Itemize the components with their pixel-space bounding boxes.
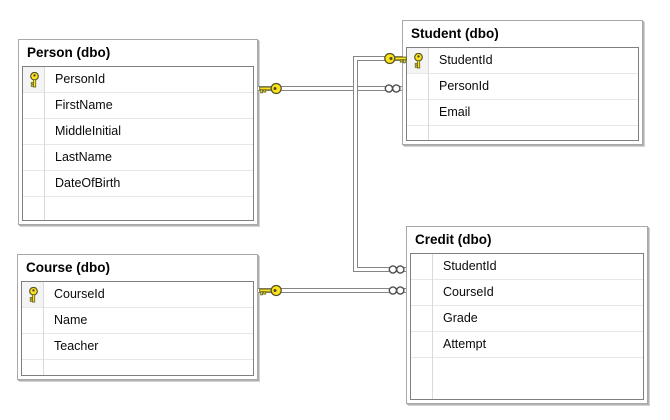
row-selector-cell (23, 119, 45, 144)
table-row[interactable]: CourseId (411, 280, 643, 306)
one-side-key-icon (259, 82, 282, 95)
table-row[interactable]: Name (22, 308, 253, 334)
column-name: Attempt (443, 337, 487, 351)
table-row[interactable]: LastName (23, 145, 253, 171)
row-selector-cell (23, 67, 45, 92)
table-course[interactable]: Course (dbo) CourseId Name Teacher (17, 254, 258, 380)
row-selector-cell (407, 48, 429, 73)
table-student-grid: StudentId PersonId Email (406, 47, 639, 141)
row-selector-cell (407, 74, 429, 99)
empty-row-area[interactable] (411, 358, 643, 399)
relationship-line-inner (354, 57, 406, 271)
table-credit-grid: StudentId CourseId Grade Attempt (410, 253, 644, 400)
column-name: Email (439, 105, 471, 119)
empty-row-area[interactable] (22, 360, 253, 375)
table-person[interactable]: Person (dbo) PersonId FirstName MiddleIn… (18, 39, 258, 225)
row-selector-cell (411, 306, 433, 331)
row-selector-cell (22, 282, 44, 307)
key-column-divider (432, 254, 433, 399)
table-person-title[interactable]: Person (dbo) (27, 45, 111, 60)
column-name: CourseId (443, 285, 494, 299)
table-student[interactable]: Student (dbo) StudentId PersonId Email (402, 20, 643, 145)
table-row[interactable]: PersonId (407, 74, 638, 100)
row-selector-cell (411, 280, 433, 305)
column-name: FirstName (55, 98, 113, 112)
row-selector-cell (22, 334, 44, 359)
table-row[interactable]: Grade (411, 306, 643, 332)
table-row[interactable]: CourseId (22, 282, 253, 308)
column-name: CourseId (54, 287, 105, 301)
key-column-divider (43, 282, 44, 375)
table-row[interactable]: Attempt (411, 332, 643, 358)
row-selector-cell (411, 332, 433, 357)
column-name: PersonId (439, 79, 490, 93)
relationship-line[interactable] (353, 56, 407, 272)
primary-key-icon (413, 52, 423, 69)
row-selector-cell (23, 171, 45, 196)
table-row[interactable]: StudentId (407, 48, 638, 74)
empty-row-area[interactable] (23, 197, 253, 220)
key-column-divider (44, 67, 45, 220)
row-selector-cell (23, 93, 45, 118)
column-name: PersonId (55, 72, 106, 86)
many-side-infinity-icon (388, 265, 405, 274)
column-name: StudentId (439, 53, 493, 67)
primary-key-icon (29, 71, 39, 88)
table-row[interactable]: StudentId (411, 254, 643, 280)
table-course-title[interactable]: Course (dbo) (26, 260, 110, 275)
row-selector-cell (22, 308, 44, 333)
row-selector-cell (411, 254, 433, 279)
table-row[interactable]: MiddleInitial (23, 119, 253, 145)
table-row[interactable]: FirstName (23, 93, 253, 119)
many-side-infinity-icon (388, 286, 405, 295)
column-name: Grade (443, 311, 478, 325)
table-credit[interactable]: Credit (dbo) StudentId CourseId Grade At… (406, 226, 648, 404)
row-selector-cell (407, 100, 429, 125)
one-side-key-icon (259, 284, 282, 297)
relationship-student-credit[interactable] (353, 56, 407, 272)
column-name: Teacher (54, 339, 99, 353)
table-person-grid: PersonId FirstName MiddleInitial LastNam… (22, 66, 254, 221)
table-course-grid: CourseId Name Teacher (21, 281, 254, 376)
table-row[interactable]: DateOfBirth (23, 171, 253, 197)
column-name: StudentId (443, 259, 497, 273)
column-name: MiddleInitial (55, 124, 122, 138)
column-name: DateOfBirth (55, 176, 121, 190)
table-row[interactable]: Email (407, 100, 638, 126)
table-row[interactable]: Teacher (22, 334, 253, 360)
table-credit-title[interactable]: Credit (dbo) (415, 232, 492, 247)
column-name: Name (54, 313, 88, 327)
table-student-title[interactable]: Student (dbo) (411, 26, 499, 41)
empty-row-area[interactable] (407, 126, 638, 140)
key-column-divider (428, 48, 429, 140)
row-selector-cell (23, 145, 45, 170)
table-row[interactable]: PersonId (23, 67, 253, 93)
column-name: LastName (55, 150, 112, 164)
primary-key-icon (28, 286, 38, 303)
many-side-infinity-icon (384, 84, 401, 93)
